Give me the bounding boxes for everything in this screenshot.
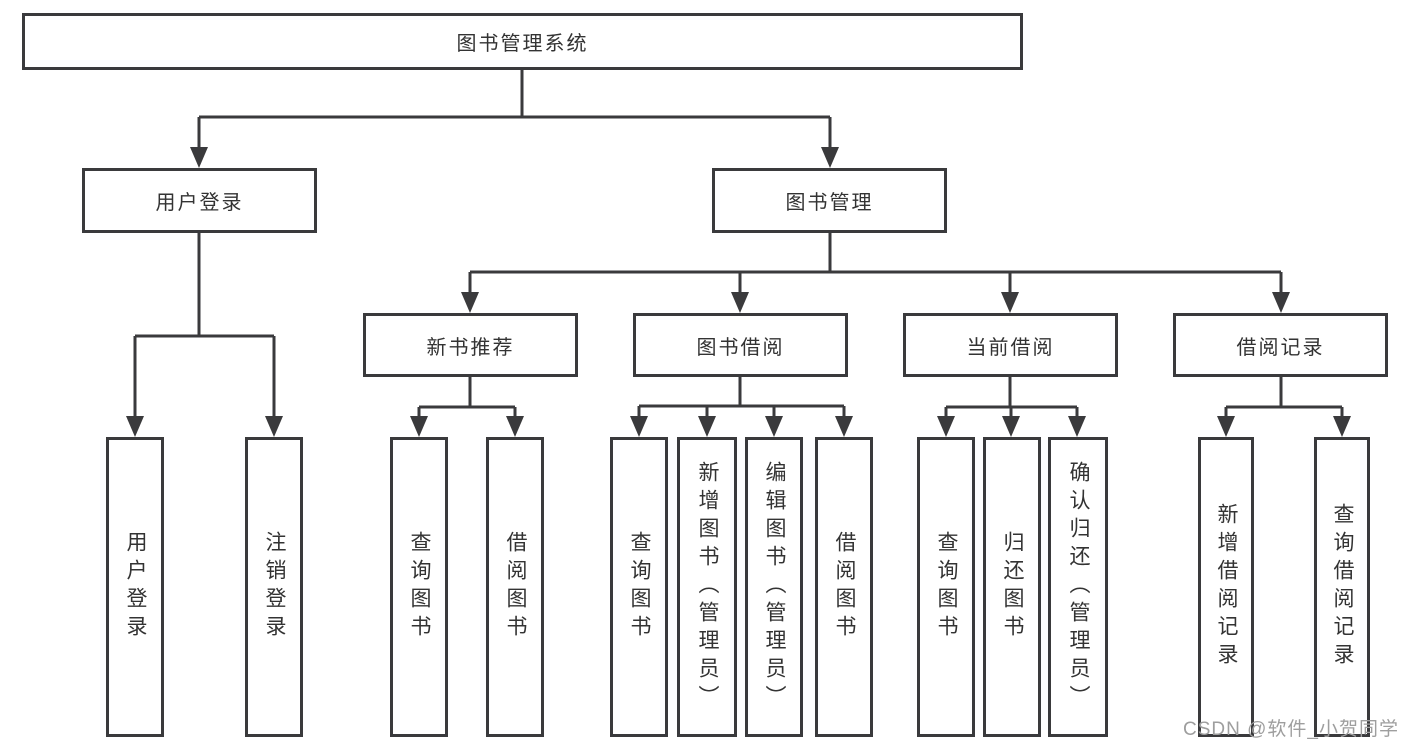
leaf-logout: 注销登录 — [245, 437, 303, 737]
leaf-label: 新增借阅记录 — [1215, 503, 1238, 671]
node-book-management-branch: 图书管理 — [712, 168, 947, 233]
node-current-borrowing: 当前借阅 — [903, 313, 1118, 377]
leaf-label: 确认归还（管理员） — [1067, 461, 1090, 713]
leaf-nb-query-books: 查询图书 — [390, 437, 448, 737]
node-label: 图书管理 — [785, 192, 874, 214]
node-label: 当前借阅 — [966, 336, 1055, 359]
node-label: 图书借阅 — [696, 336, 785, 359]
node-user-login-branch: 用户登录 — [82, 168, 317, 233]
leaf-cb-query-books: 查询图书 — [917, 437, 975, 737]
leaf-label: 新增图书（管理员） — [696, 461, 719, 713]
node-label: 用户登录 — [155, 192, 244, 214]
node-book-borrowing: 图书借阅 — [633, 313, 848, 377]
leaf-label: 借阅图书 — [833, 531, 856, 643]
leaf-bb-add-books-admin: 新增图书（管理员） — [677, 437, 737, 737]
node-new-book-recommend: 新书推荐 — [363, 313, 578, 377]
node-library-system-root: 图书管理系统 — [22, 13, 1023, 70]
leaf-cb-return-books: 归还图书 — [983, 437, 1041, 737]
node-label: 新书推荐 — [426, 336, 515, 359]
csdn-watermark: CSDN @软件_小贺同学 — [1183, 719, 1399, 740]
leaf-cb-confirm-return-admin: 确认归还（管理员） — [1048, 437, 1108, 737]
leaf-bb-borrow-books: 借阅图书 — [815, 437, 873, 737]
leaf-label: 注销登录 — [263, 531, 286, 643]
node-label: 图书管理系统 — [456, 33, 589, 55]
arrowheads — [126, 147, 1351, 437]
leaf-label: 查询图书 — [628, 531, 651, 643]
leaf-label: 查询借阅记录 — [1331, 503, 1354, 671]
leaf-bb-query-books: 查询图书 — [610, 437, 668, 737]
leaf-bb-edit-books-admin: 编辑图书（管理员） — [745, 437, 803, 737]
leaf-label: 编辑图书（管理员） — [763, 461, 786, 713]
leaf-label: 借阅图书 — [504, 531, 527, 643]
leaf-label: 归还图书 — [1001, 531, 1024, 643]
node-label: 借阅记录 — [1236, 336, 1325, 359]
leaf-label: 用户登录 — [124, 531, 147, 643]
leaf-label: 查询图书 — [408, 531, 431, 643]
node-borrowing-records: 借阅记录 — [1173, 313, 1388, 377]
leaf-user-login: 用户登录 — [106, 437, 164, 737]
leaf-br-query-record: 查询借阅记录 — [1314, 437, 1370, 737]
leaf-br-add-record: 新增借阅记录 — [1198, 437, 1254, 737]
leaf-nb-borrow-books: 借阅图书 — [486, 437, 544, 737]
leaf-label: 查询图书 — [935, 531, 958, 643]
